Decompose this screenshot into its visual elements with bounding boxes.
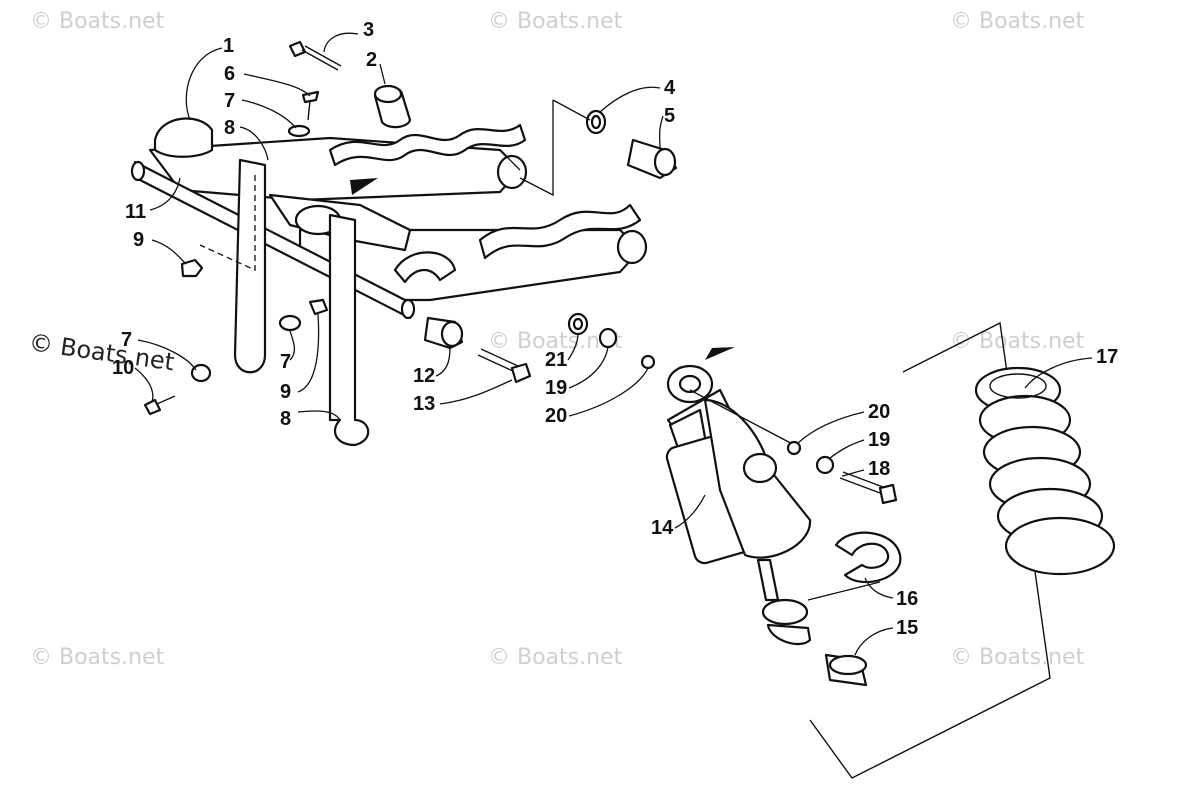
callout-label: 18 [868, 458, 890, 480]
watermark-dark: © Boats.net [27, 328, 176, 376]
callout-label: 19 [868, 429, 890, 451]
callout-label: 8 [280, 408, 291, 430]
watermark: © Boats.net [950, 9, 1085, 34]
leader-lines [134, 32, 1093, 656]
callout-label: 7 [280, 351, 291, 373]
callout-label: 11 [125, 201, 146, 223]
callout-label: 15 [896, 617, 918, 639]
callout-label: 14 [651, 517, 674, 539]
callout-labels: 1 2 3 4 5 6 7 8 11 9 7 10 7 9 8 12 13 21… [112, 19, 1118, 639]
watermark: © Boats.net [950, 645, 1085, 670]
callout-label: 2 [366, 49, 377, 71]
callout-label: 5 [664, 105, 675, 127]
callout-label: 16 [896, 588, 918, 610]
watermark: © Boats.net [488, 645, 623, 670]
callout-label: 20 [868, 401, 890, 423]
callout-label: 9 [280, 381, 291, 403]
callout-label: 20 [545, 405, 567, 427]
callout-label: 10 [112, 357, 134, 379]
callout-label: 1 [223, 35, 234, 57]
watermark: © Boats.net [950, 329, 1085, 354]
callout-label: 19 [545, 377, 567, 399]
callout-label: 17 [1096, 346, 1118, 368]
watermark: © Boats.net [488, 9, 623, 34]
watermark-layer: © Boats.net © Boats.net © Boats.net © Bo… [27, 9, 1084, 670]
callout-label: 7 [121, 329, 132, 351]
callout-label: 7 [224, 90, 235, 112]
callout-label: 12 [413, 365, 435, 387]
watermark: © Boats.net [30, 645, 165, 670]
swing-arm-drawing [130, 40, 678, 447]
callout-label: 6 [224, 63, 235, 85]
callout-label: 8 [224, 117, 235, 139]
coil-spring-drawing [809, 321, 1116, 779]
callout-label: 13 [413, 393, 435, 415]
callout-label: 4 [664, 77, 676, 99]
callout-label: 21 [545, 349, 567, 371]
watermark: © Boats.net [30, 9, 165, 34]
shock-absorber-drawing [567, 312, 902, 687]
callout-label: 3 [363, 19, 374, 41]
callout-label: 9 [133, 229, 144, 251]
